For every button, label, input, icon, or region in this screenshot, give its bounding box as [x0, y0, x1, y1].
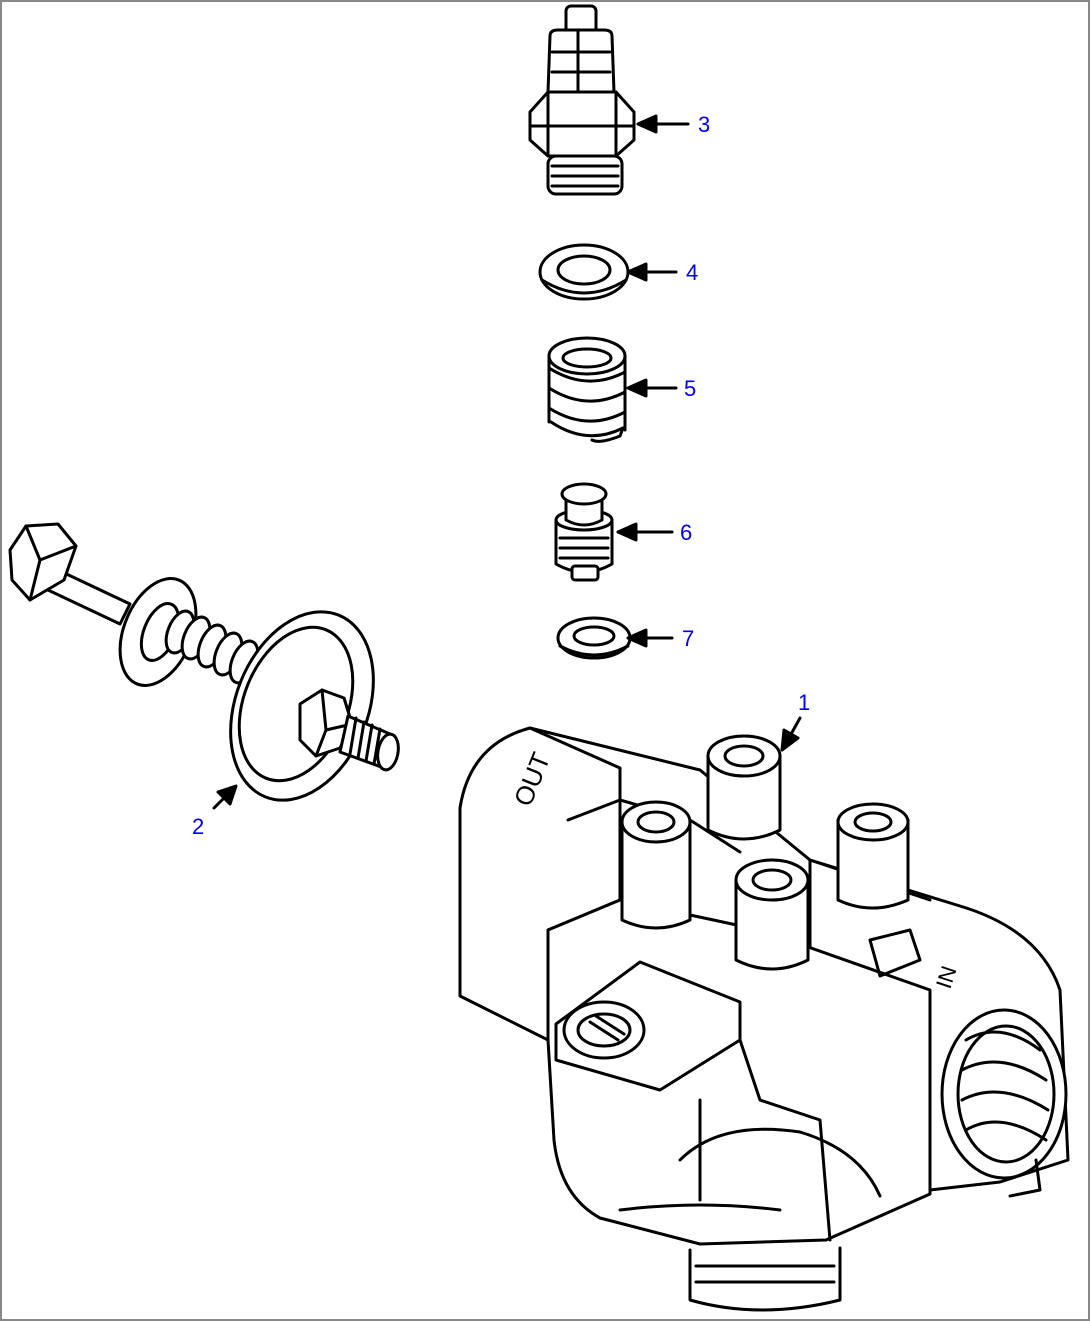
leader-arrow-6: [616, 522, 638, 542]
part-1-filter-head-body: [458, 726, 1070, 1312]
callout-6: 6: [680, 520, 692, 545]
part-3-pressure-switch: [528, 4, 636, 196]
leader-arrow-5: [626, 378, 648, 398]
part-5-spring: [547, 336, 627, 443]
leader-lines: [212, 114, 802, 810]
callout-labels: 3 4 5 6 7 1 2: [192, 112, 810, 839]
leader-arrow-4: [626, 262, 648, 282]
part-7-seal-ring: [556, 616, 632, 660]
callout-2: 2: [192, 814, 204, 839]
leader-arrow-1: [780, 728, 800, 752]
leader-arrow-3: [636, 114, 658, 134]
callout-4: 4: [686, 260, 698, 285]
part-4-washer: [538, 243, 630, 301]
leader-arrow-7: [626, 628, 648, 648]
callout-7: 7: [682, 626, 694, 651]
part-6-valve-plug: [554, 482, 614, 582]
leader-arrow-2: [216, 784, 238, 806]
callout-1: 1: [798, 690, 810, 715]
callout-3: 3: [698, 112, 710, 137]
part-2-bypass-valve-assembly: [8, 522, 400, 802]
callout-5: 5: [684, 376, 696, 401]
